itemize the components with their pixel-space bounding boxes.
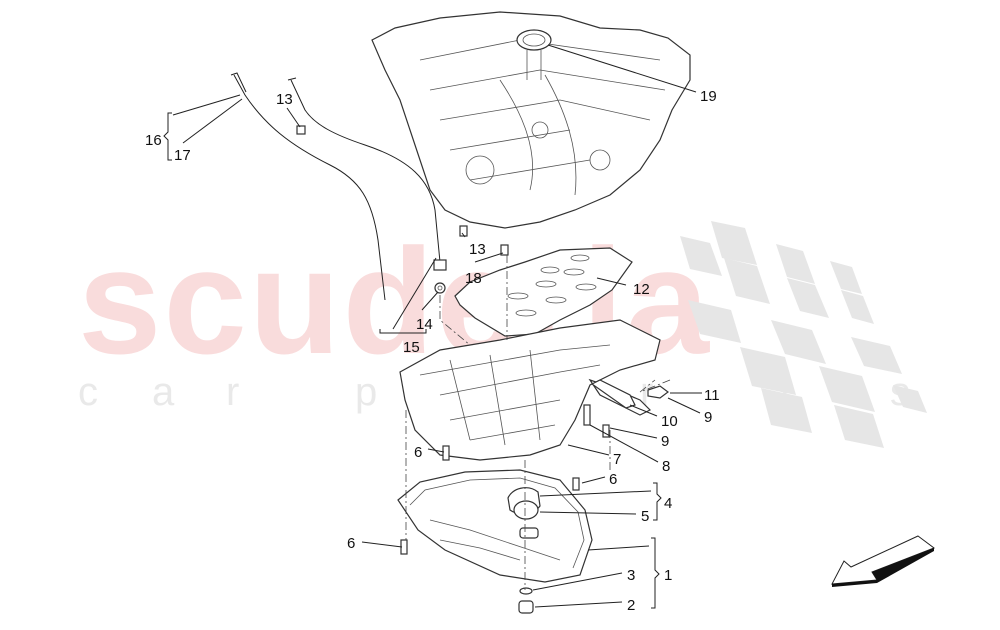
small-fasteners [400,379,669,555]
dipstick-tube [287,77,447,294]
washer-3 [519,587,533,595]
callout-6[interactable]: 6 [414,444,423,461]
direction-arrow-icon [831,535,936,587]
callout-1[interactable]: 1 [664,567,673,584]
callout-15[interactable]: 15 [403,339,420,356]
engine-block [371,11,691,229]
assembly-axis-lines [405,255,671,590]
callout-9[interactable]: 9 [704,409,713,426]
callout-12[interactable]: 12 [633,281,650,298]
watermark-letter: c [78,370,98,414]
callout-8[interactable]: 8 [662,458,671,475]
dipstick [230,72,386,301]
watermark-letter: a [152,370,175,414]
callout-11[interactable]: 11 [704,387,720,404]
checkered-flag-watermark [680,221,927,448]
callout-14[interactable]: 14 [416,316,433,333]
callout-3[interactable]: 3 [627,567,636,584]
bolts [296,125,509,256]
callout-6[interactable]: 6 [609,471,618,488]
leader-lines [172,44,702,608]
callout-13[interactable]: 13 [276,91,293,108]
callout-6[interactable]: 6 [347,535,356,552]
baffle-plate-12 [454,247,633,337]
callout-17[interactable]: 17 [174,147,191,164]
watermark-letter: p [355,370,378,414]
callout-18[interactable]: 18 [465,270,482,287]
callout-5[interactable]: 5 [641,508,650,525]
callout-16[interactable]: 16 [145,132,162,149]
callout-9[interactable]: 9 [661,433,670,450]
watermark-letter: r [640,370,654,414]
callout-19[interactable]: 19 [700,88,717,105]
watermark-letter: r [226,370,240,414]
callout-2[interactable]: 2 [627,597,636,614]
drain-plug-2 [518,600,534,614]
group-brackets [163,112,662,609]
callout-10[interactable]: 10 [661,413,678,430]
callout-4[interactable]: 4 [664,495,673,512]
callout-13[interactable]: 13 [469,241,486,258]
callout-7[interactable]: 7 [613,451,622,468]
oil-pan-lower-1 [397,469,593,583]
